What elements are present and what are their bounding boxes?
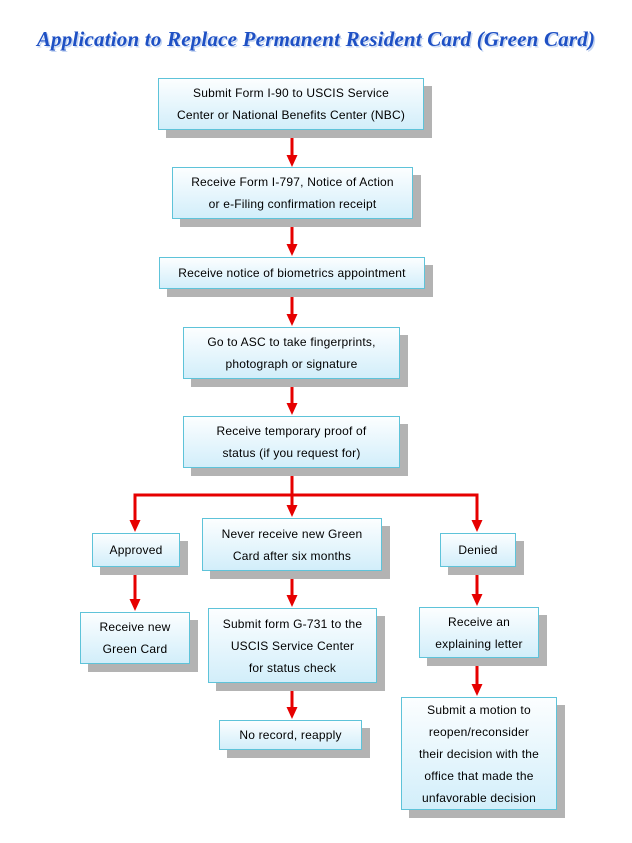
node-no-record-reapply-label: No record, reapply	[239, 728, 342, 742]
connector-biometrics-to-asc	[286, 289, 298, 326]
connector-submit-to-i797	[286, 130, 298, 167]
arrow-head	[286, 707, 298, 719]
node-submit-g731-label: Submit form G-731 to the USCIS Service C…	[222, 616, 363, 675]
node-motion-reopen: Submit a motion to reopen/reconsider the…	[401, 697, 557, 810]
arrow-head	[286, 244, 298, 256]
arrow-head	[286, 155, 298, 167]
arrow-head-left	[129, 520, 141, 532]
connector-asc-to-temp	[286, 379, 298, 415]
node-approved: Approved	[92, 533, 180, 567]
connector-approved-to-newcard	[129, 567, 141, 611]
arrow-head	[471, 594, 483, 606]
node-explaining-letter: Receive an explaining letter	[419, 607, 539, 658]
connector-g731-to-norecord	[286, 683, 298, 719]
node-no-record-reapply: No record, reapply	[219, 720, 362, 750]
node-receive-i797: Receive Form I-797, Notice of Action or …	[172, 167, 413, 219]
node-submit-i90: Submit Form I-90 to USCIS Service Center…	[158, 78, 424, 130]
arrow-head	[286, 314, 298, 326]
node-never-receive-card-label: Never receive new Green Card after six m…	[221, 526, 363, 563]
node-approved-label: Approved	[109, 543, 163, 557]
arrow-head	[471, 684, 483, 696]
connector-explain-to-motion	[471, 658, 483, 696]
node-denied-label: Denied	[458, 543, 498, 557]
arrow-head	[286, 595, 298, 607]
node-receive-new-card: Receive new Green Card	[80, 612, 190, 664]
node-temporary-proof: Receive temporary proof of status (if yo…	[183, 416, 400, 468]
node-temporary-proof-label: Receive temporary proof of status (if yo…	[216, 424, 367, 460]
node-biometrics-notice: Receive notice of biometrics appointment	[159, 257, 425, 289]
node-biometrics-notice-label: Receive notice of biometrics appointment	[178, 266, 406, 280]
node-submit-i90-label: Submit Form I-90 to USCIS Service Center…	[176, 86, 406, 122]
node-asc-fingerprints-label: Go to ASC to take fingerprints, photogra…	[207, 335, 376, 371]
connector-never-to-g731	[286, 571, 298, 607]
node-asc-fingerprints: Go to ASC to take fingerprints, photogra…	[183, 327, 400, 379]
node-submit-g731: Submit form G-731 to the USCIS Service C…	[208, 608, 377, 683]
node-receive-new-card-label: Receive new Green Card	[99, 620, 171, 656]
node-explaining-letter-label: Receive an explaining letter	[435, 614, 523, 651]
node-never-receive-card: Never receive new Green Card after six m…	[202, 518, 382, 571]
connector-i797-to-biometrics	[286, 219, 298, 256]
node-receive-i797-label: Receive Form I-797, Notice of Action or …	[191, 175, 394, 211]
arrow-head-center	[286, 505, 298, 517]
arrow-head	[286, 403, 298, 415]
node-denied: Denied	[440, 533, 516, 567]
arrow-head	[129, 599, 141, 611]
node-motion-reopen-label: Submit a motion to reopen/reconsider the…	[419, 702, 539, 805]
arrow-head-right	[471, 520, 483, 532]
connector-denied-to-explain	[471, 567, 483, 606]
page-title: Application to Replace Permanent Residen…	[36, 27, 596, 51]
